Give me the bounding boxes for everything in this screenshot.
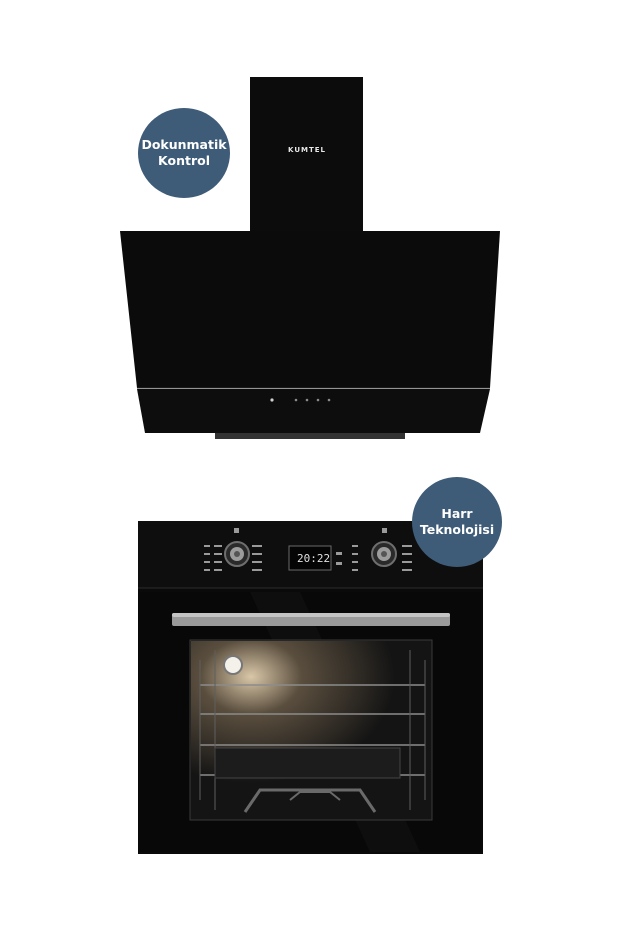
badge-line-2: Kontrol — [158, 153, 210, 168]
oven-display-value: 20:22 — [297, 552, 331, 565]
touch-control-badge: Dokunmatik Kontrol — [138, 108, 230, 198]
harr-technology-badge: Harr Teknolojisi — [412, 477, 502, 567]
left-function-icons — [204, 528, 262, 571]
hood-glass-panel — [120, 231, 500, 388]
badge-line-1: Harr — [441, 506, 473, 521]
hood-lower-body — [137, 389, 490, 433]
badge-line-2: Teknolojisi — [419, 522, 495, 537]
hood-brand-logo: KUMTEL — [288, 146, 326, 154]
hood-chimney — [250, 77, 363, 232]
right-function-icons — [336, 528, 412, 571]
oven-tray — [214, 747, 401, 779]
oven-display — [288, 545, 332, 571]
left-knob — [224, 541, 250, 567]
right-knob — [371, 541, 397, 567]
hood-touch-controls — [270, 398, 331, 402]
badge-line-1: Dokunmatik — [141, 137, 227, 152]
